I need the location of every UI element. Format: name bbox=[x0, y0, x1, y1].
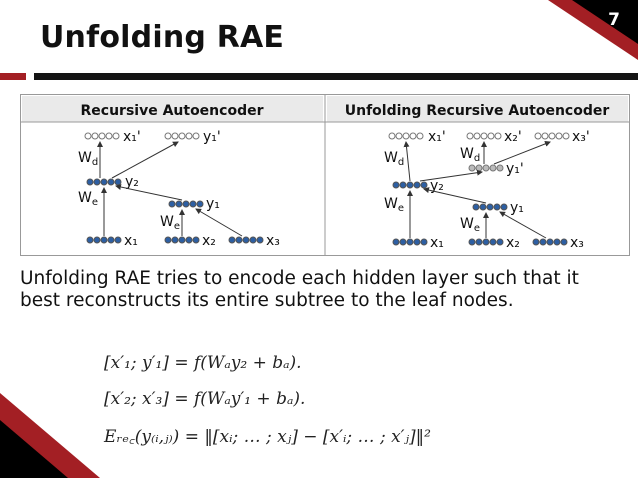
corner-decoration-black bbox=[572, 0, 638, 44]
equation-2: [x′₂; x′₃] = f(Wₐy′₁ + bₐ). bbox=[104, 389, 306, 409]
label-x2: x₂ bbox=[202, 233, 216, 249]
label-x1-prime: x₁' bbox=[123, 129, 141, 145]
equation-1: [x′₁; y′₁] = f(Wₐy₂ + bₐ). bbox=[104, 353, 302, 373]
right-panel-header: Unfolding Recursive Autoencoder bbox=[345, 103, 610, 119]
title-rule-accent bbox=[0, 73, 26, 80]
label-we-bottom-r: We bbox=[460, 216, 480, 234]
label-we-top-r: We bbox=[384, 196, 404, 214]
node-y1-r bbox=[472, 203, 508, 211]
rae-diagram: Recursive Autoencoder Unfolding Recursiv… bbox=[20, 94, 630, 256]
node-y2-r bbox=[392, 181, 428, 189]
label-wd-right-r: Wd bbox=[460, 146, 480, 164]
page-number: 7 bbox=[608, 10, 620, 30]
label-y2-r: y₂ bbox=[430, 178, 444, 194]
title-rule bbox=[0, 73, 638, 80]
body-paragraph: Unfolding RAE tries to encode each hidde… bbox=[20, 268, 579, 311]
label-y2: y₂ bbox=[125, 174, 139, 190]
left-panel-header: Recursive Autoencoder bbox=[81, 103, 264, 119]
node-y1 bbox=[168, 200, 204, 208]
label-y1-prime: y₁' bbox=[203, 129, 221, 145]
label-we-bottom: We bbox=[160, 214, 180, 232]
node-x3-prime-r bbox=[534, 132, 570, 140]
node-x1-r bbox=[392, 238, 428, 246]
label-wd: Wd bbox=[78, 150, 98, 168]
label-x2-prime-r: x₂' bbox=[504, 129, 522, 145]
label-we-top: We bbox=[78, 190, 98, 208]
label-x1: x₁ bbox=[124, 233, 138, 249]
node-x2-r bbox=[468, 238, 504, 246]
label-x3-prime-r: x₃' bbox=[572, 129, 590, 145]
label-y1-r: y₁ bbox=[510, 200, 524, 216]
node-x2-prime-r bbox=[466, 132, 502, 140]
corner-decoration-bottom-black bbox=[0, 420, 68, 478]
label-y1-prime-r: y₁' bbox=[506, 161, 524, 177]
left-tree: x₁' y₁' Wd y₂ bbox=[78, 129, 280, 249]
slide-title: Unfolding RAE bbox=[40, 20, 285, 55]
node-x1 bbox=[86, 236, 122, 244]
right-header-bg bbox=[327, 96, 628, 122]
node-x3-r bbox=[532, 238, 568, 246]
node-y1-prime bbox=[164, 132, 200, 140]
label-y1: y₁ bbox=[206, 196, 220, 212]
left-header-bg bbox=[22, 96, 323, 122]
label-x1-prime-r: x₁' bbox=[428, 129, 446, 145]
equation-3: Eᵣₑ꜀(y₍ᵢ,ⱼ₎) = ‖[xᵢ; … ; xⱼ] − [x′ᵢ; … ;… bbox=[104, 427, 431, 447]
label-x3: x₃ bbox=[266, 233, 280, 249]
title-rule-bar bbox=[34, 73, 638, 80]
node-x1-prime bbox=[84, 132, 120, 140]
node-x2 bbox=[164, 236, 200, 244]
label-x2-r: x₂ bbox=[506, 235, 520, 251]
label-x1-r: x₁ bbox=[430, 235, 444, 251]
node-y1-prime-r bbox=[468, 164, 504, 172]
node-x1-prime-r bbox=[388, 132, 424, 140]
label-x3-r: x₃ bbox=[570, 235, 584, 251]
node-y2 bbox=[86, 178, 122, 186]
right-tree: x₁' x₂' x₃' Wd Wd bbox=[384, 129, 590, 251]
label-wd-left-r: Wd bbox=[384, 150, 404, 168]
node-x3 bbox=[228, 236, 264, 244]
